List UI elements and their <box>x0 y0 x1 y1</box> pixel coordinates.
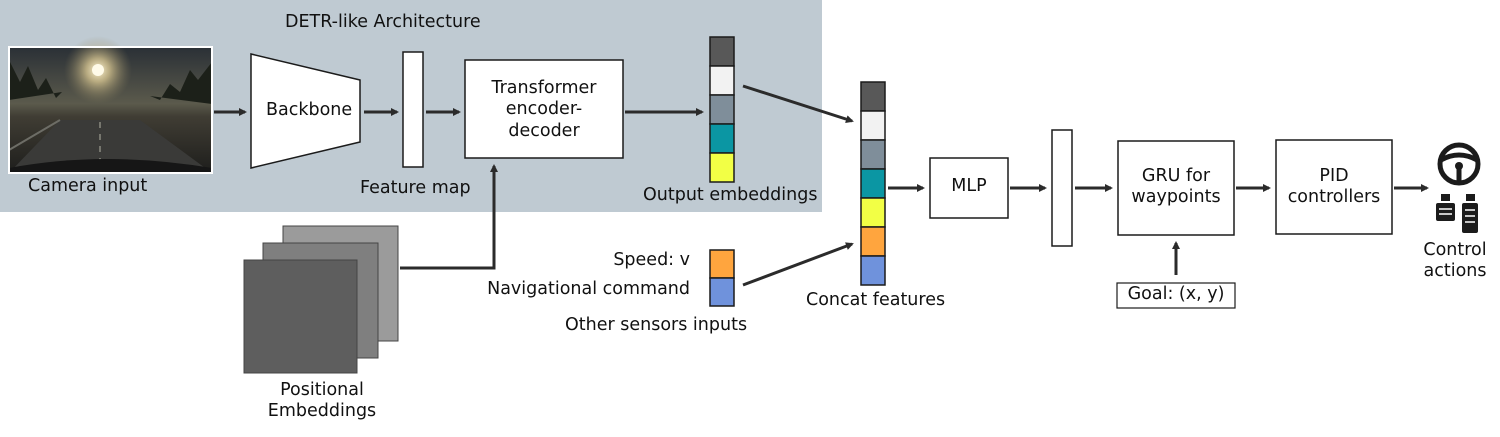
backbone-label: Backbone <box>266 100 353 120</box>
positional-embeddings-label: Positional Embeddings <box>267 380 377 422</box>
other-sensors-label: Other sensors inputs <box>565 315 748 335</box>
pedal-icon <box>1436 194 1478 233</box>
transformer-box <box>464 59 624 159</box>
goal-label: Goal: (x, y) <box>1127 284 1225 304</box>
arrow-output-to-concat <box>742 84 854 123</box>
sensor-inputs-stack <box>709 249 735 307</box>
gru-label: GRU for waypoints <box>1131 166 1221 208</box>
output-embedding-cell-1 <box>709 65 735 96</box>
goal-box <box>1116 282 1236 309</box>
control-actions-label: Control actions <box>1423 240 1487 282</box>
pid-box <box>1275 139 1393 235</box>
speed-label: Speed: v <box>613 250 690 270</box>
positional-embeddings-stack <box>243 225 399 374</box>
output-embedding-cell-3 <box>709 123 735 154</box>
arrow-positional-to-transformer <box>400 164 498 270</box>
arrows <box>214 84 1429 287</box>
mlp-output-bar <box>1051 129 1073 247</box>
sensor-input-cell-0 <box>709 249 735 279</box>
output-embeddings-stack <box>709 36 735 183</box>
arrow-sensors-to-concat <box>742 242 854 287</box>
mlp-label: MLP <box>951 176 987 196</box>
concat-features-stack <box>860 81 886 286</box>
concat-feature-cell-5 <box>860 226 886 257</box>
nav-command-label: Navigational command <box>487 279 690 299</box>
mlp-box <box>929 157 1009 219</box>
output-embedding-cell-4 <box>709 152 735 183</box>
concat-feature-cell-2 <box>860 139 886 170</box>
transformer-label: Transformer encoder- decoder <box>491 78 597 141</box>
concat-feature-cell-3 <box>860 168 886 199</box>
camera-input-image <box>8 36 213 174</box>
concat-feature-cell-6 <box>860 255 886 286</box>
concat-feature-cell-0 <box>860 81 886 112</box>
output-embedding-cell-0 <box>709 36 735 67</box>
region-title: DETR-like Architecture <box>285 12 481 32</box>
pid-label: PID controllers <box>1287 166 1381 208</box>
gru-box <box>1117 140 1235 236</box>
output-embedding-cell-2 <box>709 94 735 125</box>
sensor-input-cell-1 <box>709 277 735 307</box>
backbone-block <box>250 53 361 169</box>
camera-input-label: Camera input <box>28 176 148 196</box>
concat-feature-cell-4 <box>860 197 886 228</box>
output-embeddings-label: Output embeddings <box>643 185 818 205</box>
feature-map-bar <box>402 51 424 168</box>
concat-features-label: Concat features <box>806 290 946 310</box>
concat-feature-cell-1 <box>860 110 886 141</box>
steering-wheel-icon <box>1437 142 1481 186</box>
feature-map-label: Feature map <box>360 178 471 198</box>
